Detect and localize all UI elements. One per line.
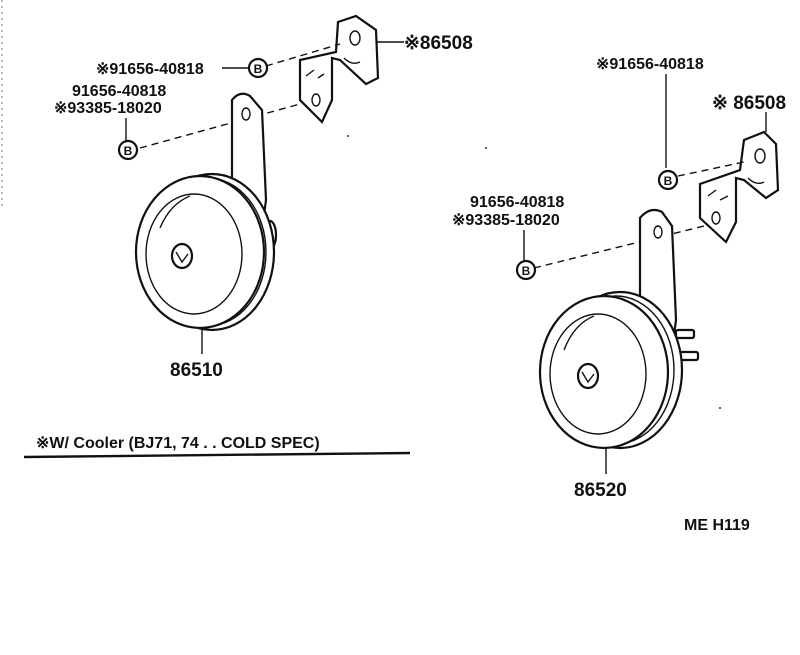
cooler-note-text: ※W/ Cooler (BJ71, 74 . . COLD SPEC): [36, 435, 320, 452]
right-horn-86520: [538, 208, 700, 450]
right-bracket-label: ※ 86508: [712, 93, 786, 114]
figure-code: ME H119: [684, 517, 750, 534]
left-washer-a-label: ※91656-40818: [96, 61, 204, 78]
left-washer-b: B: [117, 139, 139, 161]
scan-speck: [485, 147, 487, 149]
scan-speck: [719, 407, 721, 409]
left-horn-label: 86510: [170, 360, 223, 381]
left-assembly-line-upper: [265, 43, 341, 67]
left-bracket-86508: [298, 14, 380, 124]
left-washer-a-symbol: B: [254, 62, 263, 76]
right-assembly: B B ※91656-40818 ※ 86508 91656-40818 ※93…: [452, 56, 786, 501]
left-washer-b-symbol: B: [124, 144, 133, 158]
right-horn-label: 86520: [574, 480, 627, 501]
right-washer-b-label-line2: ※93385-18020: [452, 212, 560, 229]
right-washer-b-symbol: B: [522, 264, 531, 278]
right-assembly-line-lower: [533, 225, 705, 269]
left-washer-b-label-line2: ※93385-18020: [54, 100, 162, 117]
left-horn-86510: [134, 92, 278, 332]
left-washer-a: B: [247, 57, 269, 79]
right-washer-a: B: [657, 169, 679, 191]
right-washer-a-label: ※91656-40818: [596, 56, 704, 73]
right-washer-a-symbol: B: [664, 174, 673, 188]
right-washer-b-label-line1: 91656-40818: [470, 194, 564, 211]
right-bracket-86508: [698, 130, 780, 244]
scan-speck: [347, 135, 349, 137]
left-assembly-line-lower: [139, 103, 301, 149]
cooler-note-underline: [23, 451, 411, 459]
left-washer-b-label-line1: 91656-40818: [72, 83, 166, 100]
left-assembly: B B ※86508 ※91656-40818 91656-40818 ※933…: [54, 14, 473, 381]
right-washer-b: B: [515, 259, 537, 281]
cooler-note: ※W/ Cooler (BJ71, 74 . . COLD SPEC): [23, 435, 411, 459]
left-bracket-label: ※86508: [404, 33, 473, 54]
